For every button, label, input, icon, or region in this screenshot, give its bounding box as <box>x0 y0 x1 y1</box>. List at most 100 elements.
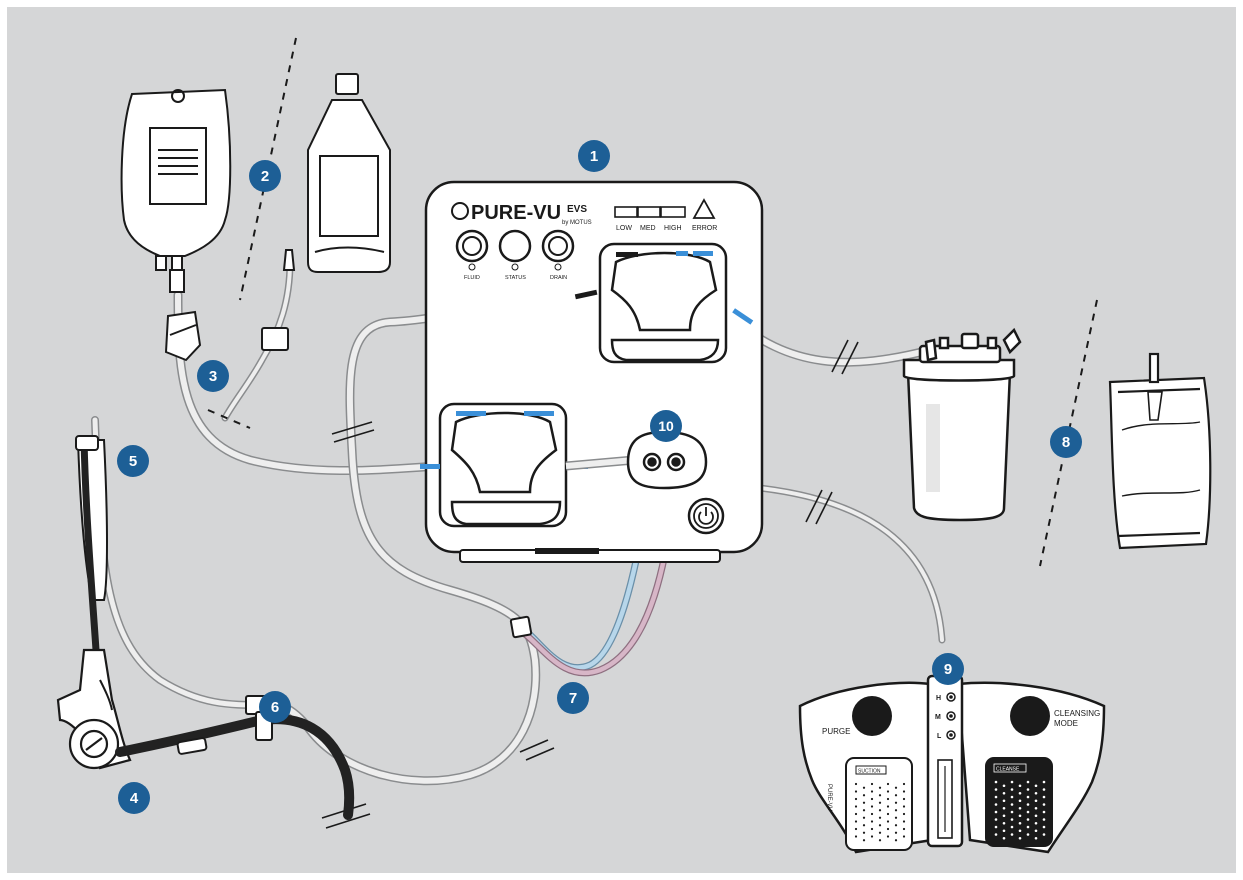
pad-dot <box>871 798 873 800</box>
callout-4: 4 <box>118 782 150 814</box>
pad-dot <box>1003 822 1006 825</box>
callout-number: 1 <box>590 148 598 165</box>
pad-dot <box>995 833 998 836</box>
pad-dot <box>1003 837 1006 840</box>
pad-dot <box>855 798 857 800</box>
pad-dot <box>903 790 905 792</box>
suction-pad-label: SUCTION <box>858 769 881 775</box>
callout-2: 2 <box>249 160 281 192</box>
callout-9: 9 <box>932 653 964 685</box>
callout-5: 5 <box>117 445 149 477</box>
pad-dot <box>855 820 857 822</box>
pad-dot <box>903 805 905 807</box>
pad-dot <box>995 788 998 791</box>
callout-number: 5 <box>129 453 137 470</box>
pad-dot <box>871 783 873 785</box>
pad-dot <box>895 824 897 826</box>
pad-dot <box>1011 781 1014 784</box>
pad-dot <box>879 832 881 834</box>
pedal-side-brand: PURE-VU <box>826 784 832 811</box>
brand-suffix: EVS <box>567 204 587 215</box>
pad-dot <box>1011 826 1014 829</box>
pad-dot <box>1003 814 1006 817</box>
scope-tip <box>76 436 98 450</box>
pad-dot <box>995 781 998 784</box>
pad-dot <box>903 820 905 822</box>
pad-dot <box>1035 799 1038 802</box>
level-indicator <box>615 207 685 217</box>
callout-6: 6 <box>259 691 291 723</box>
pad-dot <box>1027 788 1030 791</box>
pad-dot <box>887 805 889 807</box>
pad-dot <box>1019 799 1022 802</box>
pad-dot <box>1011 818 1014 821</box>
pad-dot <box>995 796 998 799</box>
pad-dot <box>1043 811 1046 814</box>
pad-dot <box>863 787 865 789</box>
pad-dot <box>879 809 881 811</box>
pad-dot <box>871 835 873 837</box>
pad-dot <box>1011 788 1014 791</box>
cleansing-mode-label-line: MODE <box>1054 719 1078 728</box>
power-button[interactable] <box>689 499 723 533</box>
pad-dot <box>1035 814 1038 817</box>
pad-dot <box>1035 807 1038 810</box>
pad-dot <box>1019 792 1022 795</box>
pad-dot <box>1043 781 1046 784</box>
pad-dot <box>1011 803 1014 806</box>
pad-dot <box>887 783 889 785</box>
pad-dot <box>995 826 998 829</box>
pad-dot <box>1003 829 1006 832</box>
level-med: MED <box>640 225 656 232</box>
level-l: L <box>937 733 942 740</box>
pad-dot <box>863 817 865 819</box>
callout-number: 9 <box>944 661 952 678</box>
pad-dot <box>887 835 889 837</box>
pad-dot <box>895 802 897 804</box>
pad-dot <box>1019 837 1022 840</box>
pad-dot <box>855 783 857 785</box>
pad-dot <box>1035 822 1038 825</box>
pad-dot <box>863 824 865 826</box>
purge-label: PURGE <box>822 727 850 736</box>
callout-10: 10 <box>650 410 682 442</box>
lower-pump-head <box>440 404 566 526</box>
pad-dot <box>1027 818 1030 821</box>
pad-dot <box>887 813 889 815</box>
pad-dot <box>903 813 905 815</box>
pad-dot <box>879 787 881 789</box>
pad-dot <box>1019 784 1022 787</box>
pad-dot <box>1035 829 1038 832</box>
control-unit: PURE-VU EVS by MOTUS LOW MED HIGH ERROR <box>420 182 762 562</box>
cleansing-mode-button[interactable] <box>1010 696 1050 736</box>
pad-dot <box>863 802 865 804</box>
callout-number: 8 <box>1062 434 1070 451</box>
pad-dot <box>863 794 865 796</box>
level-low: LOW <box>616 225 632 232</box>
level-high: HIGH <box>664 225 682 232</box>
pad-dot <box>903 783 905 785</box>
pad-dot <box>855 813 857 815</box>
callout-number: 2 <box>261 168 269 185</box>
level-h: H <box>936 695 941 702</box>
pad-dot <box>1027 803 1030 806</box>
pad-dot <box>887 790 889 792</box>
pad-dot <box>879 824 881 826</box>
purge-button[interactable] <box>852 696 892 736</box>
callout-7: 7 <box>557 682 589 714</box>
pad-dot <box>879 802 881 804</box>
pad-dot <box>1011 833 1014 836</box>
pad-dot <box>871 805 873 807</box>
pad-dot <box>1043 796 1046 799</box>
pad-dot <box>879 839 881 841</box>
drain-bag <box>1110 354 1210 548</box>
cleanse-pad-label: CLEANSE <box>996 767 1020 773</box>
callout-number: 7 <box>569 690 577 707</box>
pad-dot <box>1003 784 1006 787</box>
pad-dot <box>887 820 889 822</box>
y-connector <box>511 617 532 638</box>
pad-dot <box>1011 811 1014 814</box>
lower-tube-blue-mark-left <box>420 464 440 469</box>
pad-dot <box>895 832 897 834</box>
